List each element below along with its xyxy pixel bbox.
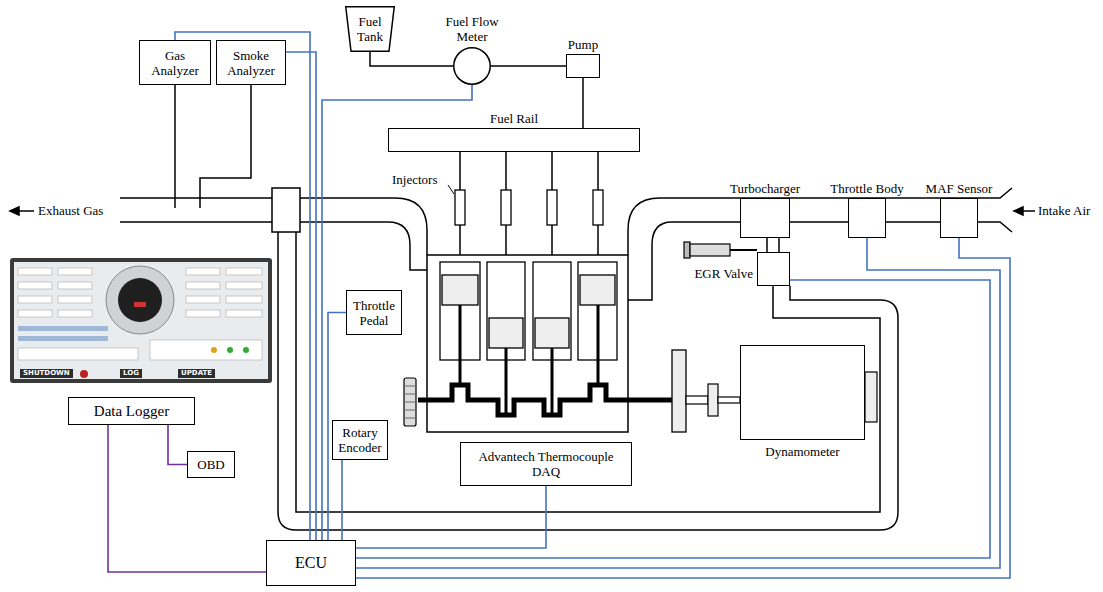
egr-valve-body: EGR Valve: [757, 252, 790, 286]
node-label: OBD: [197, 457, 224, 472]
gas-analyzer-box: Gas Analyzer: [139, 40, 211, 85]
signal-wire: [356, 238, 1000, 568]
fuel-line: [491, 65, 566, 67]
signal-wire: [341, 460, 343, 540]
text-wrap: OBD: [197, 457, 224, 472]
text-wrap: Smoke Analyzer: [221, 48, 281, 78]
signal-wire: [322, 85, 472, 540]
node-label: MAF Sensor: [926, 181, 993, 196]
screen-button: SHUTDOWN: [20, 369, 73, 378]
flow-label: Intake Air: [1038, 203, 1090, 218]
dynamometer-box: Dynamometer: [740, 345, 865, 440]
text-wrap: Rotary Encoder: [337, 425, 383, 455]
signal-wire: [168, 425, 187, 465]
maf-sensor-box: MAF Sensor: [940, 198, 978, 238]
signal-wire: [286, 52, 316, 540]
node-label: Dynamometer: [765, 444, 839, 459]
rotary-encoder-box: Rotary Encoder: [332, 420, 388, 460]
part-label: Injectors: [392, 172, 437, 187]
meter-circle: [453, 47, 491, 85]
fuel-line: [582, 78, 584, 128]
throttle-pedal-box: Throttle Pedal: [346, 290, 402, 335]
node-label: Pump: [568, 37, 598, 52]
node-label: Fuel Rail: [490, 111, 538, 126]
text-wrap: Throttle Pedal: [351, 298, 397, 328]
signal-wire: [108, 425, 266, 572]
throttle-body-box: Throttle Body: [848, 198, 886, 238]
screen-button: LOG: [120, 369, 142, 378]
text-wrap: Gas Analyzer: [144, 48, 206, 78]
node-label: Rotary Encoder: [337, 425, 383, 455]
node-label: Gas Analyzer: [144, 48, 206, 78]
node-label: Data Logger: [94, 403, 169, 420]
node-label: Throttle Pedal: [351, 298, 397, 328]
screen-button: UPDATE: [178, 369, 215, 378]
node-label: ECU: [295, 554, 327, 572]
ecu-box: ECU: [266, 540, 356, 586]
smoke-analyzer-box: Smoke Analyzer: [216, 40, 286, 85]
fuel-tank: Fuel Tank: [345, 6, 395, 52]
fuel-line: [370, 52, 453, 66]
text-wrap: Fuel Tank: [350, 14, 390, 44]
fuel-rail: Fuel Rail: [388, 128, 640, 152]
text-wrap: ECU: [295, 554, 327, 572]
turbocharger-box: Turbocharger: [740, 198, 790, 238]
fuel-flow-meter: Fuel Flow Meter: [453, 47, 491, 85]
node-label: EGR Valve: [694, 266, 753, 281]
text-wrap: Data Logger: [94, 403, 169, 420]
node-label: Fuel Tank: [350, 14, 390, 44]
pump-box: Pump: [566, 54, 600, 78]
signal-wire: [356, 486, 546, 548]
node-label: Advantech Thermocouple DAQ: [476, 449, 616, 479]
signal-wire: [356, 238, 1010, 578]
node-label: Smoke Analyzer: [221, 48, 281, 78]
node-label: Throttle Body: [830, 181, 903, 196]
node-label: Turbocharger: [730, 181, 800, 196]
node-label: Fuel Flow Meter: [432, 14, 512, 44]
obd-box: OBD: [187, 451, 235, 478]
signal-wire: [356, 280, 990, 558]
signal-wire: [175, 32, 310, 540]
daq-box: Advantech Thermocouple DAQ: [460, 442, 632, 486]
text-wrap: Advantech Thermocouple DAQ: [476, 449, 616, 479]
data-logger-box: Data Logger: [68, 397, 195, 425]
flow-label: Exhaust Gas: [38, 203, 103, 218]
